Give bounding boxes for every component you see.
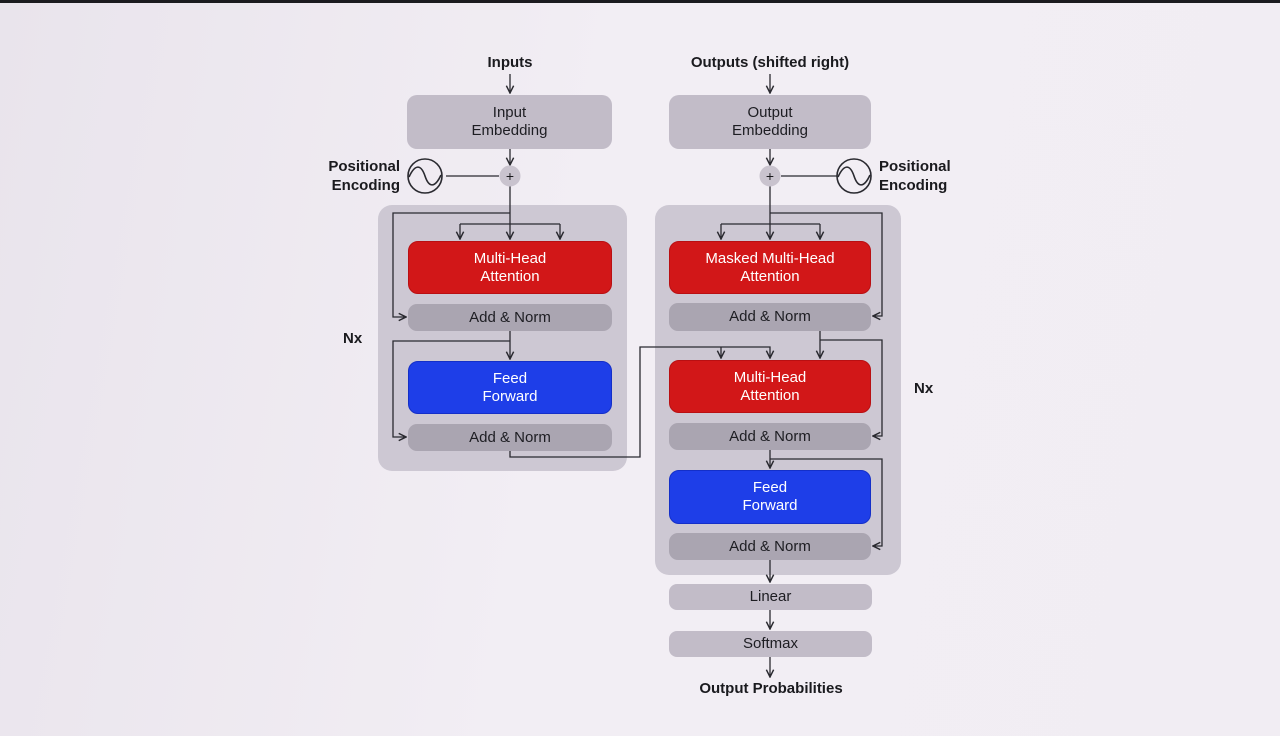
- decoder-multi-head-attention-block: Multi-Head Attention: [669, 360, 871, 413]
- outputs-shifted-label: Outputs (shifted right): [690, 54, 850, 71]
- decoder-positional-label: Positional Encoding: [879, 158, 951, 194]
- output-embedding-block: Output Embedding: [669, 95, 871, 149]
- encoder-positional-sine-icon: [407, 158, 443, 194]
- decoder-masked-attention-block: Masked Multi-Head Attention: [669, 241, 871, 294]
- decoder-nx-label: Nx: [914, 380, 934, 397]
- encoder-positional-label: Positional Encoding: [328, 158, 400, 194]
- encoder-add-node: [499, 165, 521, 187]
- encoder-multi-head-attention-block: Multi-Head Attention: [408, 241, 612, 294]
- decoder-feed-forward-block: Feed Forward: [669, 470, 871, 524]
- softmax-block: Softmax: [669, 631, 872, 657]
- encoder-plus-sign: +: [505, 168, 515, 184]
- encoder-add-norm-2: Add & Norm: [408, 424, 612, 451]
- decoder-positional-sine-icon: [836, 158, 872, 194]
- output-probabilities-label: Output Probabilities: [699, 680, 843, 697]
- screen-bezel: [0, 0, 1280, 3]
- decoder-plus-sign: +: [765, 168, 775, 184]
- decoder-add-norm-3: Add & Norm: [669, 533, 871, 560]
- inputs-label: Inputs: [487, 54, 533, 71]
- decoder-add-node: [759, 165, 781, 187]
- encoder-feed-forward-block: Feed Forward: [408, 361, 612, 414]
- linear-block: Linear: [669, 584, 872, 610]
- decoder-add-norm-1: Add & Norm: [669, 303, 871, 331]
- encoder-nx-label: Nx: [343, 330, 363, 347]
- encoder-add-norm-1: Add & Norm: [408, 304, 612, 331]
- decoder-add-norm-2: Add & Norm: [669, 423, 871, 450]
- input-embedding-block: Input Embedding: [407, 95, 612, 149]
